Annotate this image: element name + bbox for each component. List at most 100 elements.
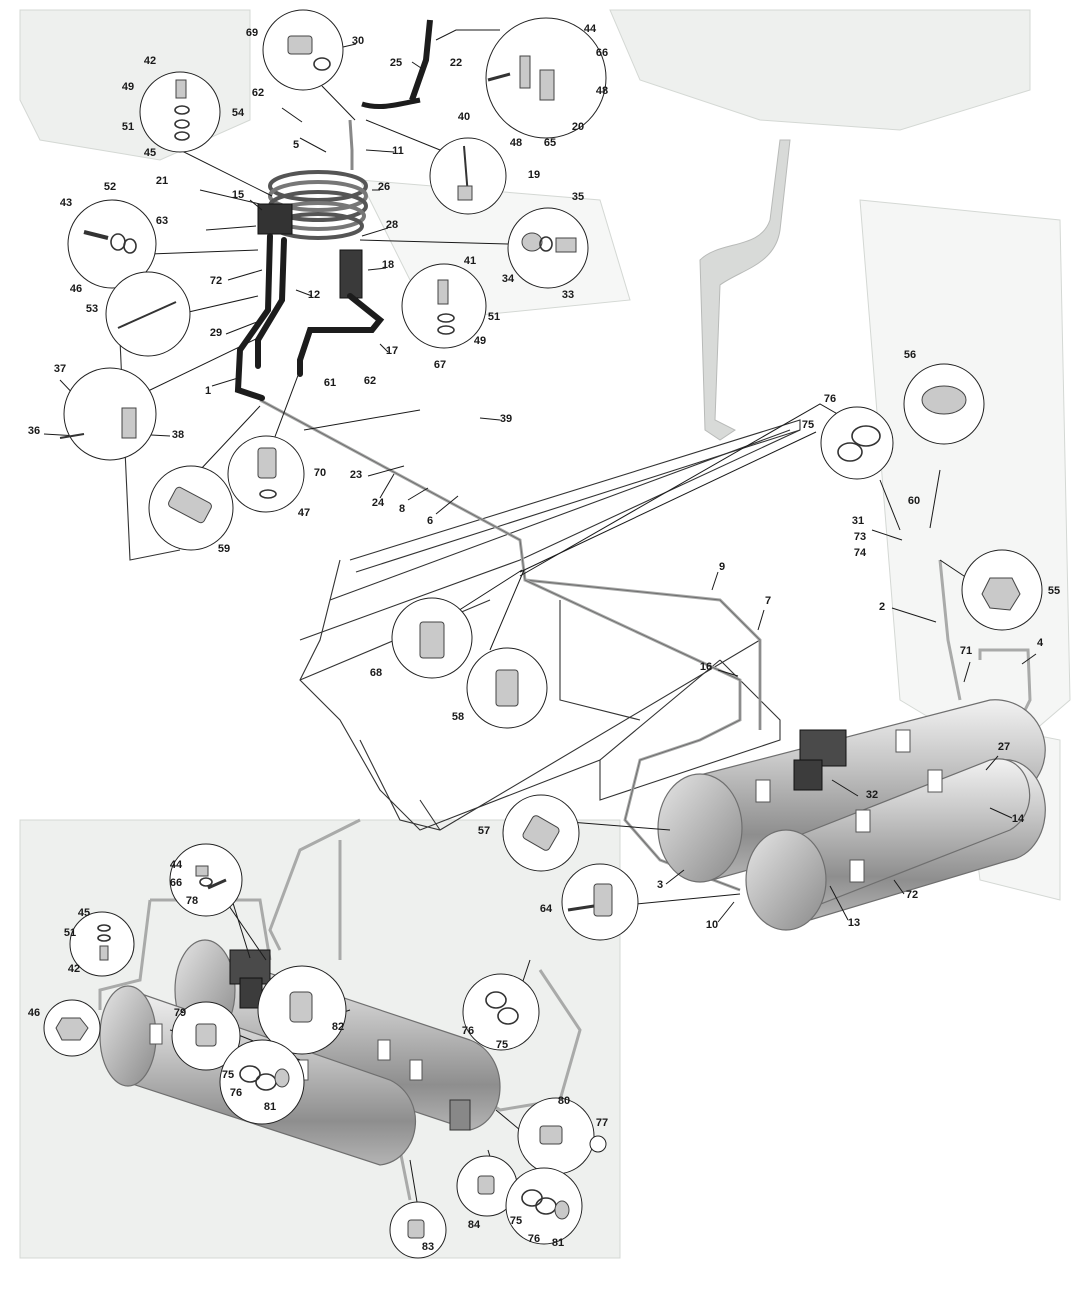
callout-65: 65 [544, 137, 556, 149]
coil-assembly [234, 19, 433, 401]
callout-81: 81 [264, 1101, 276, 1113]
callout-15: 15 [232, 189, 244, 201]
callout-11: 11 [392, 145, 404, 157]
callout-7: 7 [765, 595, 771, 607]
callout-3: 3 [657, 879, 663, 891]
callout-57: 57 [478, 825, 490, 837]
callout-58: 58 [452, 711, 464, 723]
callout-46: 46 [28, 1007, 40, 1019]
callout-14: 14 [1012, 813, 1025, 825]
callout-78: 78 [186, 895, 198, 907]
callout-66: 66 [596, 47, 608, 59]
callout-72: 72 [210, 275, 222, 287]
callout-44: 44 [170, 859, 183, 871]
callout-34: 34 [502, 273, 515, 285]
callout-60: 60 [908, 495, 920, 507]
callout-10: 10 [706, 919, 718, 931]
callout-77: 77 [596, 1117, 608, 1129]
callout-25: 25 [390, 57, 402, 69]
callout-49: 49 [474, 335, 486, 347]
callout-36: 36 [28, 425, 40, 437]
callout-26: 26 [378, 181, 390, 193]
callout-28: 28 [386, 219, 398, 231]
callout-47: 47 [298, 507, 310, 519]
callout-55: 55 [1048, 585, 1060, 597]
callout-62: 62 [364, 375, 376, 387]
callout-46: 46 [70, 283, 82, 295]
callout-38: 38 [172, 429, 184, 441]
callout-64: 64 [540, 903, 553, 915]
callout-68: 68 [370, 667, 382, 679]
callout-5: 5 [293, 139, 299, 151]
detail-circles [43, 9, 1043, 1259]
callout-75: 75 [802, 419, 814, 431]
callout-19: 19 [528, 169, 540, 181]
callout-12: 12 [308, 289, 320, 301]
callout-48: 48 [596, 85, 608, 97]
callout-80: 80 [558, 1095, 570, 1107]
callout-48: 48 [510, 137, 522, 149]
callout-75: 75 [496, 1039, 508, 1051]
leader-lines [43, 29, 1037, 1221]
callout-21: 21 [156, 175, 168, 187]
callout-69: 69 [246, 27, 258, 39]
callout-67: 67 [434, 359, 446, 371]
callout-31: 31 [852, 515, 864, 527]
callout-56: 56 [904, 349, 916, 361]
callout-74: 74 [854, 547, 867, 559]
callout-42: 42 [68, 963, 80, 975]
callout-39: 39 [500, 413, 512, 425]
callout-76: 76 [824, 393, 836, 405]
callout-75: 75 [222, 1069, 234, 1081]
callout-16: 16 [700, 661, 712, 673]
callout-51: 51 [64, 927, 76, 939]
callout-82: 82 [332, 1021, 344, 1033]
frame-outline [119, 339, 801, 831]
callout-76: 76 [462, 1025, 474, 1037]
callout-18: 18 [382, 259, 394, 271]
callout-13: 13 [848, 917, 860, 929]
callout-75: 75 [510, 1215, 522, 1227]
callout-51: 51 [122, 121, 134, 133]
callout-61: 61 [324, 377, 336, 389]
callout-73: 73 [854, 531, 866, 543]
callout-23: 23 [350, 469, 362, 481]
callout-35: 35 [572, 191, 584, 203]
callout-17: 17 [386, 345, 398, 357]
tank-pair-right [657, 699, 1046, 931]
callout-71: 71 [960, 645, 972, 657]
callout-45: 45 [78, 907, 90, 919]
callout-6: 6 [427, 515, 433, 527]
callout-51: 51 [488, 311, 500, 323]
callout-43: 43 [60, 197, 72, 209]
callout-40: 40 [458, 111, 470, 123]
callout-53: 53 [86, 303, 98, 315]
callout-59: 59 [218, 543, 230, 555]
callout-66: 66 [170, 877, 182, 889]
callout-54: 54 [232, 107, 245, 119]
callout-83: 83 [422, 1241, 434, 1253]
callout-33: 33 [562, 289, 574, 301]
callout-63: 63 [156, 215, 168, 227]
callout-4: 4 [1037, 637, 1044, 649]
callout-81: 81 [552, 1237, 564, 1249]
callout-72: 72 [906, 889, 918, 901]
callout-37: 37 [54, 363, 66, 375]
callout-84: 84 [468, 1219, 481, 1231]
callout-45: 45 [144, 147, 156, 159]
callout-32: 32 [866, 789, 878, 801]
callout-79: 79 [174, 1007, 186, 1019]
callout-70: 70 [314, 467, 326, 479]
callout-29: 29 [210, 327, 222, 339]
callout-20: 20 [572, 121, 584, 133]
callout-27: 27 [998, 741, 1010, 753]
callout-41: 41 [464, 255, 476, 267]
callout-76: 76 [230, 1087, 242, 1099]
callout-52: 52 [104, 181, 116, 193]
callout-76: 76 [528, 1233, 540, 1245]
callout-30: 30 [352, 35, 364, 47]
callout-1: 1 [205, 385, 211, 397]
callout-24: 24 [372, 497, 385, 509]
